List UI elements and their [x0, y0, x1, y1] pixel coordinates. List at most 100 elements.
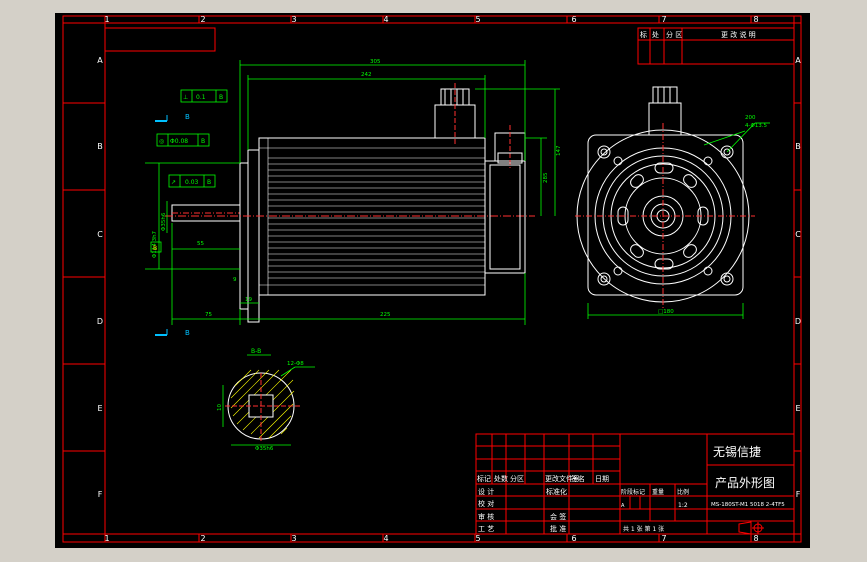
dim-encoder-height: 285: [543, 172, 549, 183]
tb-hdr: 分区: [510, 474, 524, 483]
cad-drawing-canvas: 1 2 3 4 5 6 7 8 1 2 3 4 5 6 7 8 A B C D …: [55, 13, 810, 548]
encoder-cover: [484, 160, 526, 274]
column-dividers: [198, 16, 752, 542]
row-label-right: F: [796, 490, 801, 499]
col-label-bottom: 2: [200, 534, 205, 543]
tol-ref: B: [201, 138, 205, 145]
dim-overall-length: 305: [370, 59, 381, 65]
side-view-motor: [165, 83, 535, 323]
tol-value: Φ0.08: [170, 138, 188, 145]
tb-hdr: 签名: [571, 474, 585, 483]
section-markers: B B: [155, 113, 190, 337]
datum-box-label: B: [153, 245, 157, 252]
col-label-bottom: 5: [475, 534, 480, 543]
section-dim-height: 10: [217, 404, 223, 411]
col-label-bottom: 1: [104, 534, 109, 543]
inner-frame: [104, 15, 802, 543]
tol-value: 0.1: [196, 94, 206, 101]
tb-projection: A: [621, 503, 625, 509]
col-label-bottom: 3: [291, 534, 296, 543]
side-view-dim-text: 305 242 147 285 75 225 19 9 55 Φ114.3h7 …: [152, 59, 562, 318]
flange: [239, 162, 249, 310]
tb-weight: 重量: [652, 488, 664, 496]
row-dividers: [63, 102, 801, 452]
tb-hdr: 处数: [494, 474, 508, 483]
grid-row-labels: A B C D E F A B C D E F: [97, 56, 801, 499]
col-label-bottom: 6: [571, 534, 576, 543]
dim-flange-thickness: 19: [245, 297, 252, 303]
tol-value: 0.03: [185, 179, 199, 186]
row-label-right: A: [795, 56, 801, 65]
drawing-sheet: 1 2 3 4 5 6 7 8 1 2 3 4 5 6 7 8 A B C D …: [62, 15, 802, 543]
drawing-title: 产品外形图: [715, 476, 775, 490]
dim-pcd: 200: [745, 115, 756, 121]
row-label-left: B: [97, 142, 103, 151]
rev-col-label: 标: [640, 30, 647, 39]
dim-pilot-dia: Φ114.3h7: [152, 230, 158, 258]
col-label-top: 3: [291, 15, 296, 24]
section-view: B-B 10 Φ35h6 12-Φ8: [217, 348, 315, 452]
rev-col-label: 处: [652, 30, 659, 39]
revision-block: 标 处 分 区 更 改 说 明: [637, 27, 795, 65]
section-letter-bottom: B: [185, 329, 190, 337]
model-number: MS-180ST-M1 5018 2-4TF5: [711, 502, 785, 508]
rev-col-label: 分 区: [666, 30, 682, 39]
col-label-top: 7: [661, 15, 666, 24]
tb-standardization: 标准化: [546, 487, 567, 496]
tb-approve: 批 准: [550, 524, 566, 533]
tb-hdr: 标记: [477, 474, 491, 483]
dim-bolt-holes: 4-Φ13.5: [745, 123, 768, 129]
dim-flange-to-end: 225: [380, 312, 391, 318]
row-label-left: A: [97, 56, 103, 65]
grid-col-labels: 1 2 3 4 5 6 7 8 1 2 3 4 5 6 7 8: [104, 15, 758, 543]
col-label-top: 1: [104, 15, 109, 24]
dim-key-length: 55: [197, 241, 204, 247]
dim-body-length: 242: [361, 72, 372, 78]
row-label-right: C: [795, 230, 801, 239]
outer-frame: [62, 15, 802, 543]
tb-hdr: 更改文件号: [545, 474, 580, 483]
rev-col-label: 更 改 说 明: [721, 30, 756, 39]
row-label-right: D: [795, 317, 801, 326]
end-view-dim-text: □180 4-Φ13.5 200: [658, 115, 768, 315]
dim-square: □180: [658, 309, 674, 315]
row-label-right: B: [795, 142, 801, 151]
tb-reviewer: 审 核: [478, 512, 494, 521]
title-block: 无锡信捷 产品外形图 MS-180ST-M1 5018 2-4TF5 标记 处数…: [475, 433, 795, 535]
col-label-top: 5: [475, 15, 480, 24]
tb-countersign: 会 签: [550, 512, 566, 521]
dim-height: 147: [556, 145, 562, 156]
section-dim-note: 12-Φ8: [287, 361, 304, 367]
top-left-block: [105, 27, 216, 52]
section-letter-top: B: [185, 113, 190, 121]
row-label-left: E: [97, 404, 102, 413]
col-label-top: 6: [571, 15, 576, 24]
dim-small: 9: [233, 277, 237, 283]
tb-checker: 校 对: [478, 499, 494, 508]
tb-stage: 阶段标记: [621, 488, 645, 496]
dim-shaft-dia: Φ35h6: [161, 212, 167, 231]
tol-ref: B: [207, 179, 211, 186]
projection-symbol: [738, 521, 764, 535]
row-label-left: C: [97, 230, 103, 239]
tb-scale: 1:2: [678, 502, 688, 509]
tol-symbol: ⊥: [183, 94, 188, 101]
tb-hdr: 日期: [595, 475, 609, 483]
company-name: 无锡信捷: [713, 444, 761, 459]
side-view-dimensions: [145, 60, 560, 325]
section-title: B-B: [251, 348, 261, 355]
row-label-left: F: [98, 490, 103, 499]
end-view-motor: [575, 86, 755, 309]
tb-process: 工 艺: [478, 525, 494, 533]
col-label-bottom: 8: [753, 534, 758, 543]
tol-symbol: ↗: [171, 179, 176, 186]
col-label-top: 2: [200, 15, 205, 24]
section-dim-width: Φ35h6: [255, 446, 274, 452]
col-label-top: 4: [383, 15, 388, 24]
tb-sheets: 共 1 张 第 1 张: [623, 525, 664, 533]
tb-designer: 设 计: [478, 487, 494, 496]
row-label-left: D: [97, 317, 103, 326]
col-label-bottom: 4: [383, 534, 388, 543]
dim-shaft-length: 75: [205, 312, 212, 318]
col-label-top: 8: [753, 15, 758, 24]
